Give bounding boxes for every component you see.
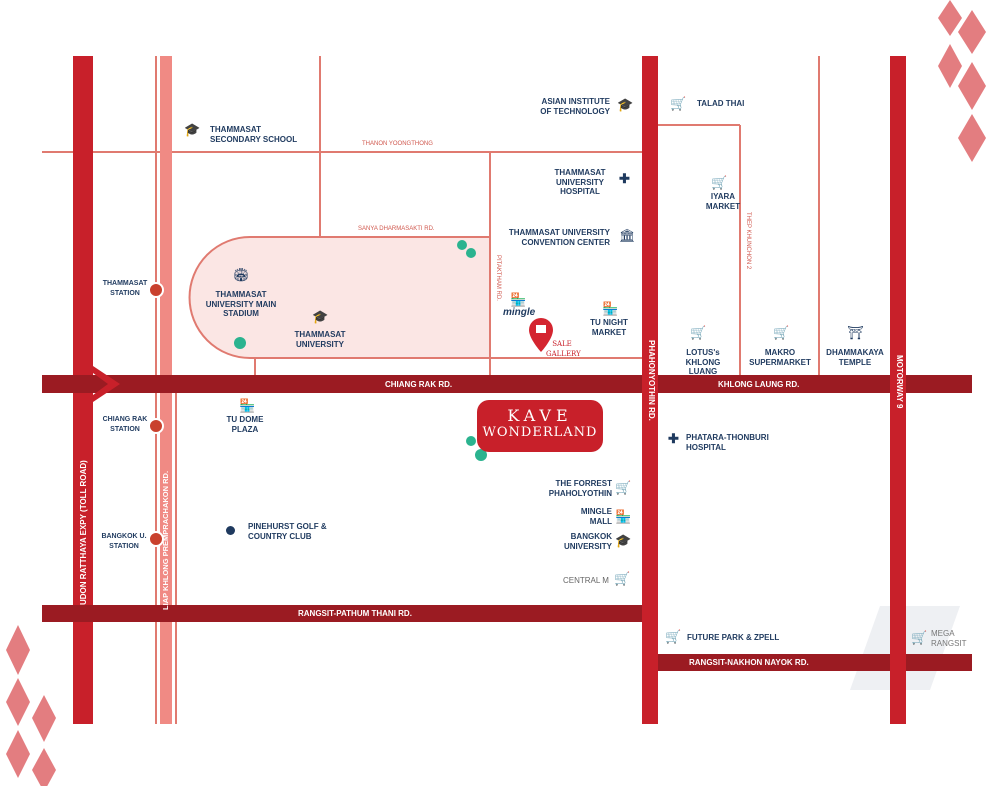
store-icon: 🏪 [510,292,527,307]
cart-icon: 🛒 [911,630,928,645]
station-chiang-rak: CHIANG RAK STATION [102,416,148,433]
cart-icon: 🛒 [690,325,707,340]
store-icon: 🏪 [615,509,632,524]
kave-wonderland-logo: KAVE WONDERLAND [477,400,603,452]
place-tu-hospital: THAMMASAT UNIVERSITY HOSPITAL [554,168,606,196]
road-yoongthong: THANON YOONGTHONG [362,141,433,147]
station-thammasat: THAMMASAT STATION [102,280,148,297]
place-tu-night: TU NIGHT MARKET [590,318,628,337]
place-pinehurst: PINEHURST GOLF & COUNTRY CLUB [248,522,327,541]
place-mingle: mingle [503,307,536,318]
place-lotus: LOTUS's KHLONG LUANG [685,348,721,376]
graduation-cap-icon: 🎓 [617,97,634,112]
place-dhammakaya: DHAMMAKAYA TEMPLE [826,348,884,367]
place-central: CENTRAL M [563,576,609,585]
cart-icon: 🛒 [614,571,631,586]
place-mingle-mall: MINGLE MALL [580,507,612,526]
cart-icon: 🛒 [665,629,682,644]
temple-icon: ⛩ [847,325,864,340]
place-bu: BANGKOK UNIVERSITY [563,532,612,551]
road-sanya: SANYA DHARMASAKTI RD. [358,226,435,232]
store-icon: 🏪 [602,301,619,316]
road-motorway: MOTORWAY 9 [895,355,904,409]
road-khlong-laung: KHLONG LAUNG RD. [718,380,800,389]
place-tu-stadium: THAMMASAT UNIVERSITY MAIN STADIUM [205,290,277,318]
station-bangkok-u: BANGKOK U. STATION [101,533,147,550]
store-icon: 🏪 [239,398,256,413]
stadium-icon: 🏟 [233,267,250,282]
place-tu: THAMMASAT UNIVERSITY [294,330,346,349]
cart-icon: 🛒 [773,325,790,340]
place-phatara: PHATARA-THONBURI HOSPITAL [686,433,769,452]
place-future-park: FUTURE PARK & ZPELL [687,633,780,642]
brand-line1: KAVE [507,406,573,425]
place-tu-dome: TU DOME PLAZA [226,415,264,434]
sale-gallery-pin-icon [529,318,553,352]
place-ait: ASIAN INSTITUTE OF TECHNOLOGY [540,97,610,116]
place-tu-secondary: THAMMASAT SECONDARY SCHOOL [210,125,298,144]
corner-diamonds [6,0,986,786]
cart-icon: 🛒 [615,480,632,495]
place-forrest: THE FORREST PHAHOLYOTHIN [548,479,612,498]
hospital-cross-icon: ✚ [668,431,679,446]
building-icon: 🏛 [619,228,636,243]
place-mega: MEGA RANGSIT [931,629,967,648]
cart-icon: 🛒 [711,175,728,190]
road-phahonyothin: PHAHONYOTHIN RD. [647,340,656,421]
place-makro: MAKRO SUPERMARKET [749,348,811,367]
road-thep: THEP KHUNCHON 2 [745,212,751,270]
sale-gallery-label: SALE GALLERY [546,340,581,358]
place-iyara: IYARA MARKET [705,192,741,211]
road-udon: UDON RATTHAYA EXPY (TOLL ROAD) [79,460,88,605]
cart-icon: 🛒 [670,96,687,111]
tree-icons [234,240,487,461]
hospital-cross-icon: ✚ [619,171,630,186]
station-marker [148,418,164,434]
graduation-cap-icon: 🎓 [312,309,329,324]
brand-line2: WONDERLAND [482,425,598,440]
road-chiang-rak: CHIANG RAK RD. [385,380,453,389]
road-pitaktham: PITAKTHAM RD. [495,255,501,301]
station-marker [148,531,164,547]
golf-marker-icon [226,526,235,535]
road-rangsit-pathum: RANGSIT-PATHUM THANI RD. [298,609,412,618]
graduation-cap-icon: 🎓 [184,122,201,137]
place-talad-thai: TALAD THAI [697,99,745,108]
place-tu-convention: THAMMASAT UNIVERSITY CONVENTION CENTER [508,228,610,247]
station-marker [148,282,164,298]
graduation-cap-icon: 🎓 [615,533,632,548]
road-rangsit-nakhon: RANGSIT-NAKHON NAYOK RD. [689,658,809,667]
